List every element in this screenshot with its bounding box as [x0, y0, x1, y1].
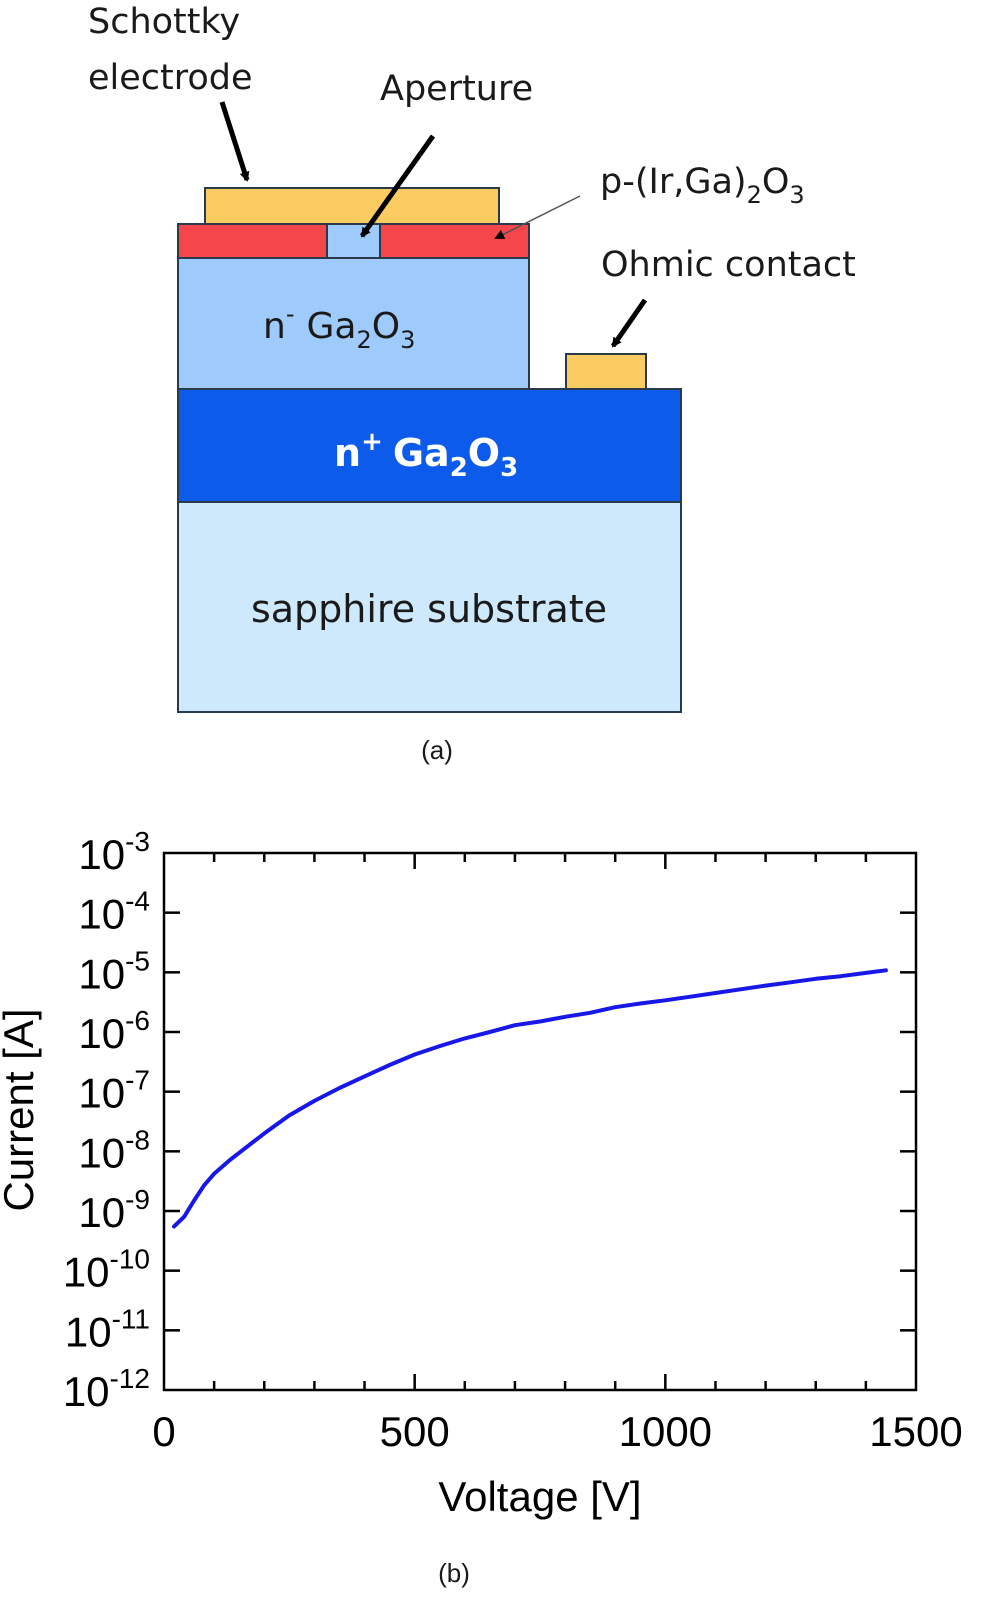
y-ticks [164, 911, 916, 1332]
y-tick-label: 10-8 [78, 1124, 150, 1176]
y-tick-label: 10-3 [78, 826, 150, 878]
panel-a-caption: (a) [421, 735, 453, 765]
y-tick-label: 10-12 [63, 1363, 150, 1415]
y-axis-label: Current [A] [0, 1008, 42, 1211]
y-tick-label: 10-9 [78, 1184, 150, 1236]
current-vs-voltage-line [172, 968, 888, 1229]
iv-chart: 10-12 10-11 10-10 10-9 10-8 10-7 10-6 10-5 10-4 1… [0, 826, 963, 1588]
p-layer-pointer [494, 195, 581, 239]
x-tick-label: 500 [380, 1408, 450, 1455]
aperture-arrow [359, 134, 436, 238]
plot-frame [162, 851, 918, 1392]
p-layer-left [177, 223, 328, 259]
y-tick-label: 10-11 [65, 1303, 150, 1355]
substrate-label: sapphire substrate [251, 587, 607, 631]
aperture-fill [326, 223, 381, 259]
schottky-arrow [219, 101, 250, 182]
y-tick-labels: 10-12 10-11 10-10 10-9 10-8 10-7 10-6 10-5 10-4 1… [63, 826, 150, 1415]
aperture-label: Aperture [380, 69, 533, 109]
ohmic-label: Ohmic contact [601, 245, 856, 285]
y-tick-label: 10-7 [78, 1065, 150, 1117]
schottky-label-line2: electrode [88, 58, 253, 98]
x-tick-labels: 0 500 1000 1500 [152, 1408, 962, 1455]
panel-b-caption: (b) [438, 1558, 470, 1588]
x-tick-label: 1000 [619, 1408, 712, 1455]
x-ticks [212, 853, 868, 1390]
p-layer-right [379, 223, 530, 259]
x-tick-label: 0 [152, 1408, 175, 1455]
y-tick-label: 10-6 [78, 1005, 150, 1057]
n-plus-label: n+Ga2O3 [334, 427, 518, 483]
x-axis-label: Voltage [V] [438, 1473, 641, 1520]
y-tick-label: 10-5 [78, 945, 150, 997]
ohmic-arrow [610, 298, 648, 348]
y-tick-label: 10-4 [78, 886, 150, 938]
schottky-label-line1: Schottky [88, 2, 240, 42]
n-minus-label: n-Ga2O3 [263, 300, 415, 354]
sapphire-substrate-layer [177, 501, 682, 713]
y-tick-label: 10-10 [63, 1244, 150, 1296]
x-tick-label: 1500 [869, 1408, 962, 1455]
schottky-electrode [204, 187, 500, 225]
n-plus-ga2o3-layer [177, 388, 682, 503]
p-layer-label: p-(Ir,Ga)2O3 [600, 162, 805, 209]
ohmic-contact [565, 353, 647, 390]
device-cross-section-diagram: Schottky electrode Aperture p-(Ir,Ga)2O3… [88, 2, 856, 765]
